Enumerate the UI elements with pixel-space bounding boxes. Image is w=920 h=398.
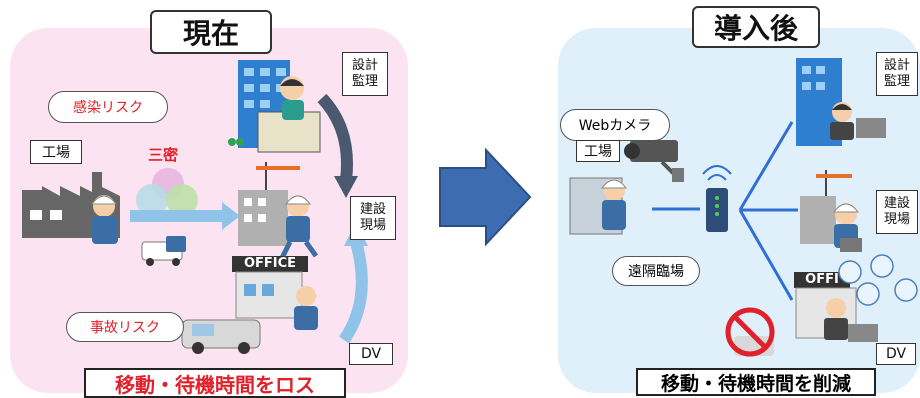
- sanmitsu-label: 三密: [148, 146, 179, 164]
- no-car-icon: [725, 307, 775, 357]
- truck-icon: [141, 236, 186, 266]
- design-label: 設計 監理: [342, 52, 388, 96]
- design-label-after-line2: 監理: [883, 74, 910, 89]
- webcam-bubble: Webカメラ: [560, 109, 670, 141]
- worker-icon: [569, 177, 628, 235]
- site-label-after-line1: 建設: [883, 196, 910, 211]
- router-icon: [702, 165, 732, 232]
- office-icon: [794, 272, 857, 339]
- design-label-after: 設計 監理: [876, 52, 918, 96]
- before-footer: 移動・待機時間をロス: [84, 368, 346, 398]
- camera-icon: [624, 140, 684, 182]
- after-title: 導入後: [692, 6, 820, 48]
- office-sign-after: OFFI: [805, 272, 839, 287]
- accident-risk-bubble: 事故リスク: [66, 312, 184, 342]
- building-icon: [796, 58, 842, 146]
- construction-site-icon: [800, 170, 852, 244]
- construction-site-icon: [238, 162, 300, 246]
- laptop-icon: [830, 102, 886, 140]
- flow-arrow-icon: [130, 202, 240, 230]
- remote-inspection-bubble: 遠隔臨場: [612, 256, 700, 286]
- design-label-after-line1: 設計: [883, 58, 910, 73]
- factory-label: 工場: [30, 140, 82, 164]
- participant-icons: [838, 254, 918, 306]
- worker-icon: [294, 286, 318, 330]
- transition-arrow-icon: [439, 147, 532, 247]
- network-lines: [738, 121, 798, 301]
- infection-risk-bubble: 感染リスク: [48, 91, 168, 123]
- design-label-line1: 設計: [351, 58, 378, 73]
- worker-icon: [257, 76, 321, 153]
- sanmitsu-icon: [136, 168, 198, 216]
- office-icon: [232, 256, 308, 319]
- after-footer: 移動・待機時間を削減: [636, 368, 876, 396]
- design-label-line2: 監理: [351, 74, 378, 89]
- site-label-line1: 建設: [359, 202, 386, 217]
- site-label-after: 建設 現場: [876, 190, 918, 234]
- site-label-line2: 現場: [359, 218, 386, 233]
- factory-label-after: 工場: [576, 140, 620, 162]
- before-title: 現在: [150, 10, 272, 54]
- dv-label-after: DV: [876, 343, 916, 365]
- worker-icon: [279, 195, 319, 260]
- worker-icon: [832, 203, 862, 252]
- curved-arrow-icon: [317, 93, 358, 198]
- site-label: 建設 現場: [350, 196, 396, 240]
- car-icon: [181, 319, 261, 354]
- laptop-icon: [824, 298, 878, 342]
- site-label-after-line2: 現場: [883, 212, 910, 227]
- dv-label: DV: [349, 343, 393, 365]
- worker-icon: [90, 195, 118, 244]
- office-sign: OFFICE: [243, 256, 297, 271]
